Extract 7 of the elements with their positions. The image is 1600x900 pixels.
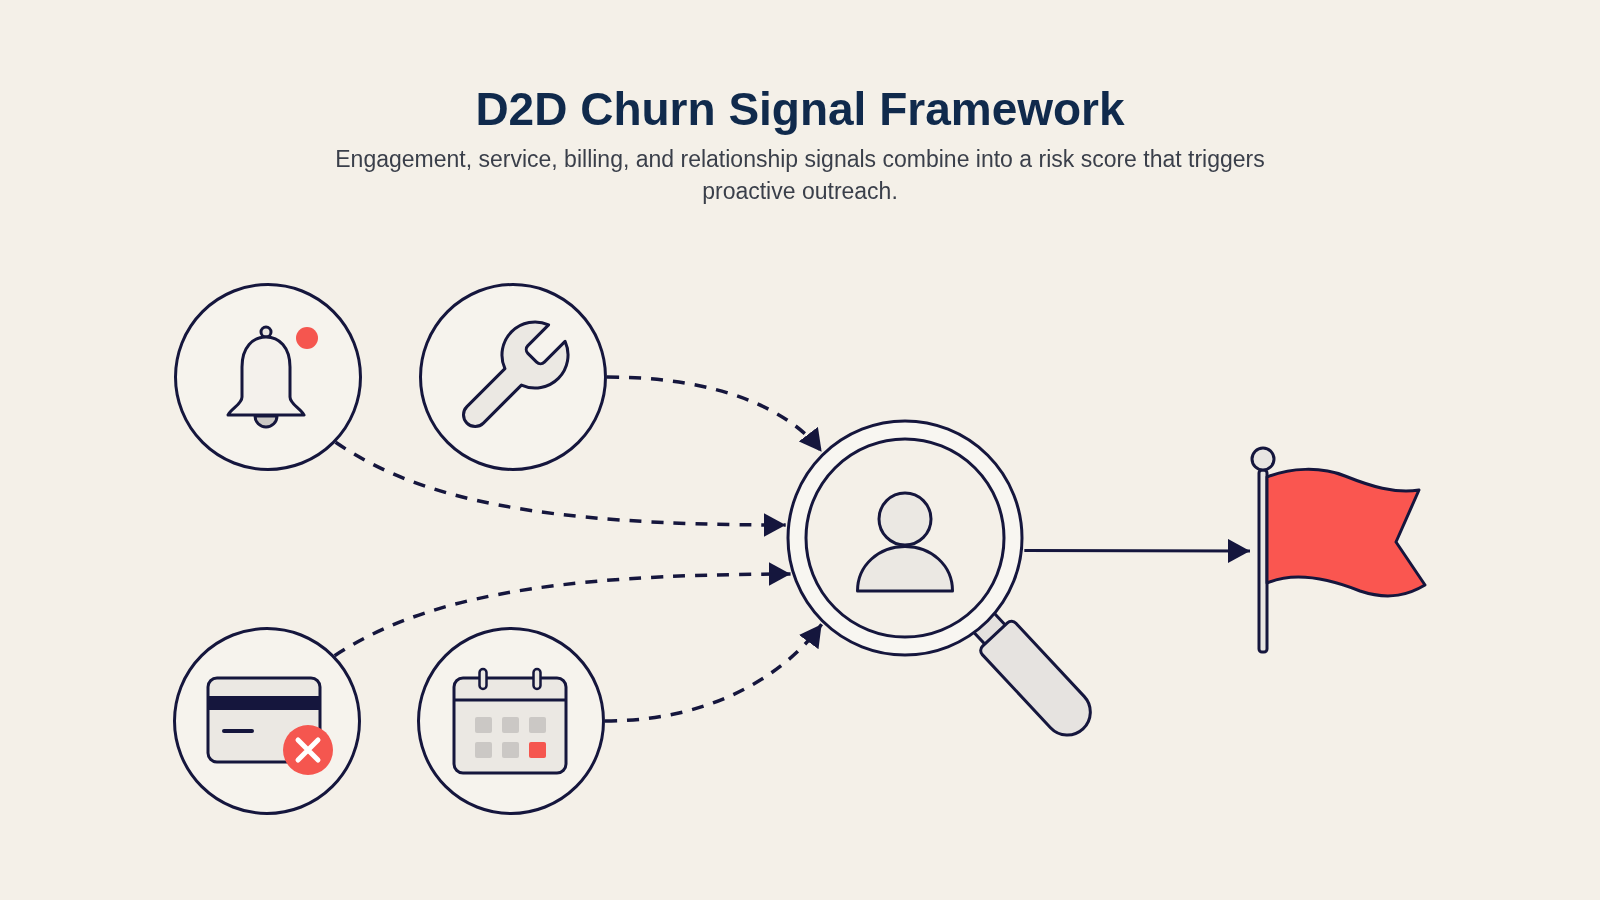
dashed-arrow <box>333 562 791 658</box>
dashed-arrow <box>604 623 823 723</box>
subtitle: Engagement, service, billing, and relationship signals combine into a risk score that triggers proactive outreach. <box>334 145 1266 206</box>
dashed-arrow <box>334 440 786 537</box>
title: D2D Churn Signal Framework <box>475 82 1125 137</box>
arrow <box>1024 538 1250 563</box>
dashed-arrow <box>606 375 823 453</box>
